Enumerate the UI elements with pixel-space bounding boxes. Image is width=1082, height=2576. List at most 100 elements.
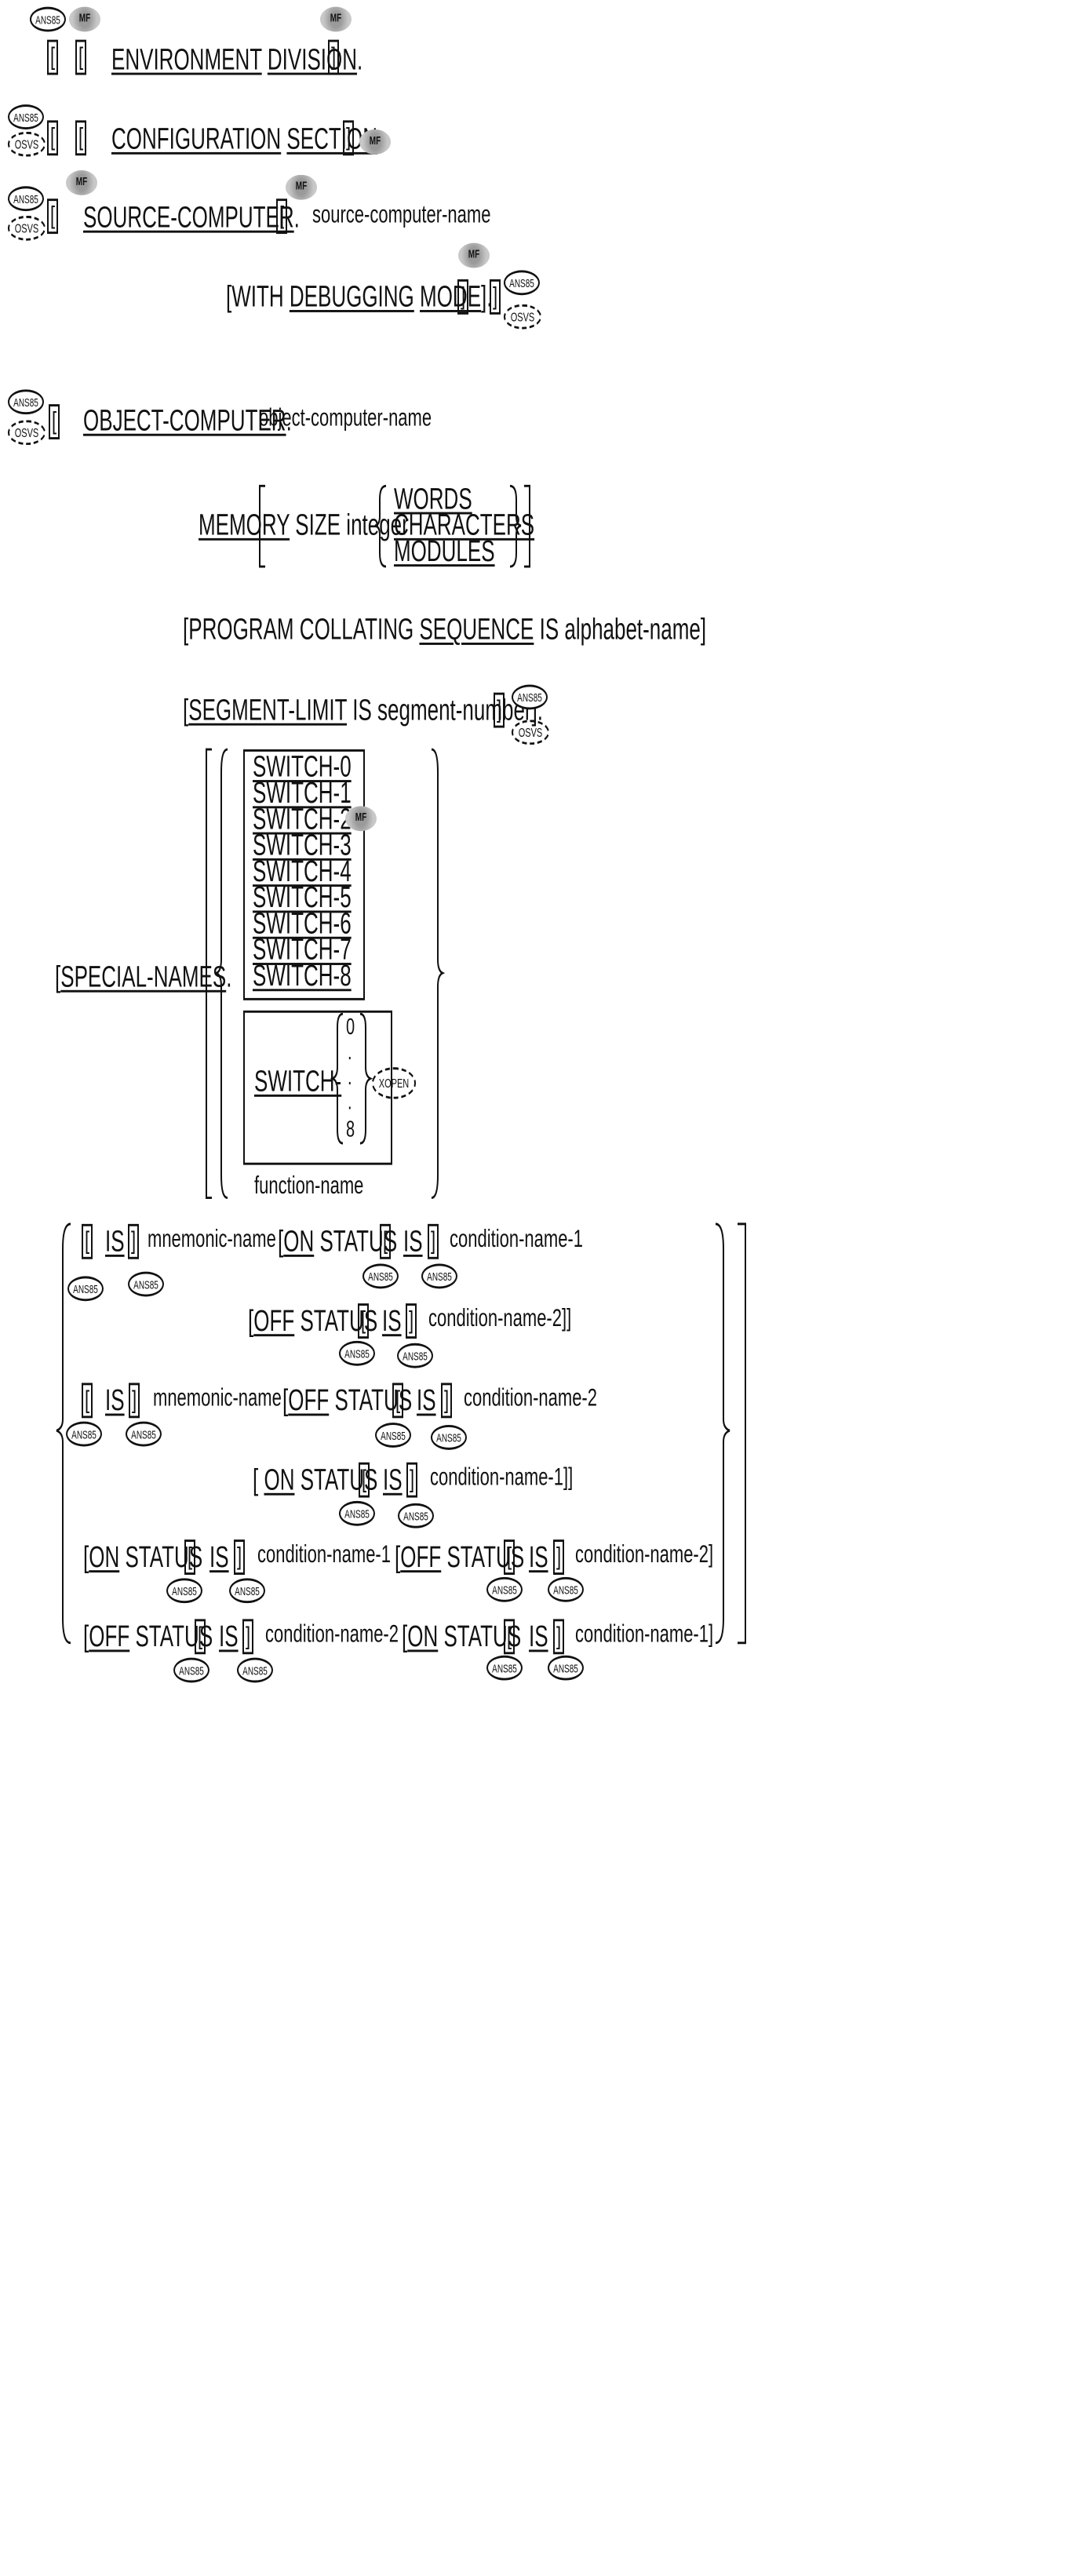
switch-prefix: SWITCH- [254,1063,342,1099]
range-dot: . [348,1090,352,1115]
ans85-badge: ANS85 [128,1271,164,1297]
mf-badge: MF [69,6,100,32]
ans85-close-bracket: ] [553,1619,564,1655]
object-computer-name: object-computer-name [259,403,432,432]
switch-item: SWITCH-5 [253,880,352,914]
ans85-badge: ANS85 [229,1578,265,1604]
ans85-badge: ANS85 [548,1576,584,1602]
ans85-close-bracket: ] [441,1383,452,1419]
mf-close-bracket: ] [328,39,339,75]
ans85-badge: ANS85 [237,1657,273,1683]
switch-list-box [243,749,365,1000]
mf-badge: MF [66,170,97,195]
ans85-badge: ANS85 [126,1421,162,1447]
condition-name-1: condition-name-1 [257,1539,391,1569]
ans85-open-bracket: [ [358,1303,369,1339]
on-status: [ON STATUS [402,1619,522,1653]
range-end: 8 [346,1117,355,1142]
condition-name-1: condition-name-1] [575,1619,714,1648]
condition-name-2: condition-name-2 [265,1619,399,1648]
ans85-badge: ANS85 [166,1578,202,1604]
unit-modules: MODULES [394,534,495,568]
is-keyword: IS [529,1539,548,1574]
condition-name-2: condition-name-2 [464,1383,597,1412]
on-status: [ ON STATUS [253,1462,378,1497]
is-keyword: IS [383,1462,403,1497]
ans85-badge: ANS85 [421,1263,457,1289]
off-status: [OFF STATUS [248,1303,378,1338]
ans85-close-bracket: ] [406,1303,417,1339]
source-computer-keyword: SOURCE-COMPUTER. [83,199,300,235]
ans85-badge: ANS85 [512,684,548,710]
condition-name-2: condition-name-2]] [428,1303,572,1332]
ans85-close-bracket: ] [406,1462,417,1498]
mf-badge: MF [320,6,352,32]
ans85-close-bracket: ] [553,1539,564,1575]
condition-name-2: condition-name-2] [575,1539,714,1569]
ans85-open-bracket: [ [380,1223,391,1259]
mf-open-bracket: [ [276,199,287,235]
switch-item: SWITCH-6 [253,905,352,941]
switch-item: SWITCH-1 [253,775,352,810]
ans85-badge: ANS85 [486,1576,523,1602]
switch-item: SWITCH-0 [253,749,352,784]
program-collating-clause: [PROGRAM COLLATING SEQUENCE IS alphabet-… [183,611,707,647]
is-keyword: IS [105,1383,125,1417]
osvs-badge: OSVS [8,131,46,157]
ans85-badge: ANS85 [8,186,44,212]
ans85-open-bracket: [ [47,39,58,75]
ans85-open-bracket: [ [504,1619,515,1655]
ans85-badge: ANS85 [548,1655,584,1681]
open-bracket: [ [47,120,58,156]
is-keyword: IS [209,1539,229,1574]
ans85-open-bracket: [ [82,1383,93,1419]
ans85-badge: ANS85 [8,389,44,415]
ans85-close-bracket: ] [242,1619,253,1655]
on-status: [ON STATUS [278,1223,398,1259]
osvs-badge: OSVS [8,215,46,241]
ans85-badge: ANS85 [398,1503,434,1528]
bracket-lines [56,484,746,1645]
ans85-badge: ANS85 [67,1276,104,1302]
ans85-badge: ANS85 [30,6,66,32]
unit-characters: CHARACTERS [394,507,535,542]
ans85-badge: ANS85 [66,1421,102,1447]
object-computer-keyword: OBJECT-COMPUTER. [83,403,292,438]
open-bracket: [ [47,199,58,235]
environment-division-heading: ENVIRONMENT DIVISION. [111,42,363,76]
ans85-open-bracket: [ [184,1539,195,1575]
ans85-open-bracket: [ [82,1223,93,1259]
condition-name-1: condition-name-1]] [430,1462,574,1491]
mnemonic-name: mnemonic-name [148,1223,276,1253]
function-name: function-name [254,1170,364,1200]
mf-close-bracket: ] [457,279,468,315]
osvs-badge: OSVS [8,420,46,446]
open-bracket: [ [49,404,60,439]
ans85-close-bracket: ] [128,1223,139,1259]
ans85-badge: ANS85 [173,1657,209,1683]
condition-name-1: condition-name-1 [450,1223,583,1253]
mf-badge: MF [286,174,317,200]
off-status: [OFF STATUS [83,1619,213,1653]
mf-badge: MF [345,806,377,832]
close-bracket: ] [490,279,501,315]
mf-badge: MF [458,242,490,268]
segment-limit-clause: [SEGMENT-LIMIT IS segment-number]. [183,692,544,727]
ans85-badge: ANS85 [375,1423,411,1448]
switch-item: SWITCH-8 [253,958,352,993]
is-keyword: IS [105,1223,125,1259]
mf-close-bracket: ] [343,120,354,156]
switch-item: SWITCH-2 [253,801,352,836]
switch-item: SWITCH-3 [253,827,352,862]
ans85-badge: ANS85 [397,1343,433,1368]
mf-badge: MF [359,129,391,155]
xopen-badge: XOPEN [372,1067,416,1099]
switch-item: SWITCH-4 [253,854,352,888]
ans85-close-bracket: ] [428,1223,439,1259]
ans85-badge: ANS85 [339,1500,375,1526]
ans85-close-bracket: ] [129,1383,140,1419]
ans85-badge: ANS85 [339,1340,375,1366]
ans85-open-bracket: [ [392,1383,403,1419]
is-keyword: IS [403,1223,423,1259]
switch-item: SWITCH-7 [253,931,352,967]
